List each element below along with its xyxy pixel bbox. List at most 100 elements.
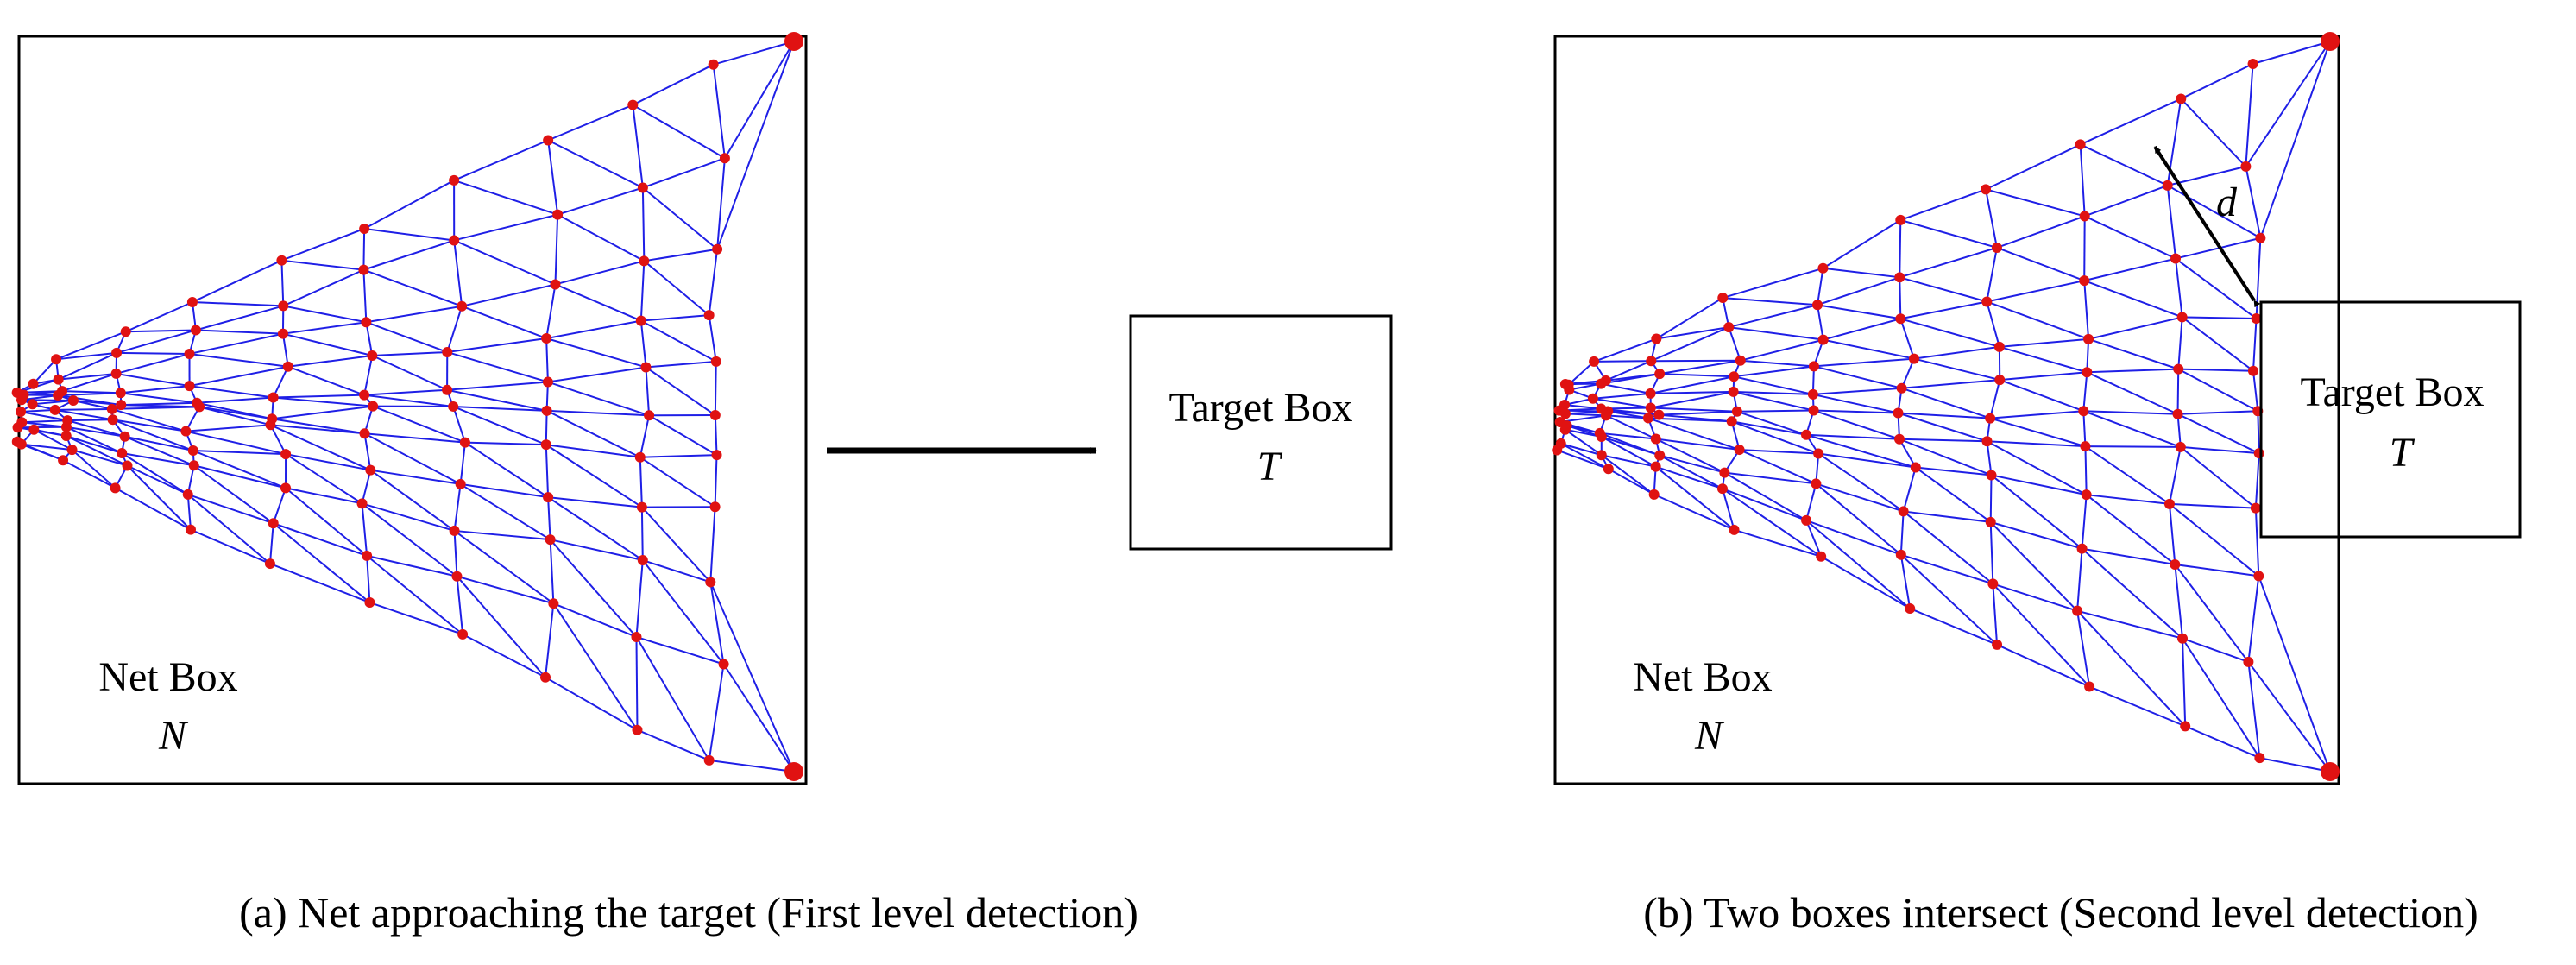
mesh-edge [1659,410,1737,416]
mesh-edge [2252,370,2259,412]
target-box-symbol-b: T [2390,430,2415,476]
mesh-edge [2177,368,2258,413]
mesh-edge [2254,508,2260,577]
mesh-edge [1899,277,1902,319]
mesh-edge [1898,412,1991,419]
mesh-edge [33,428,72,451]
mesh-edge [361,470,372,504]
mesh-edge [1592,392,1651,400]
mesh-edge [545,410,548,445]
mesh-node [51,354,62,365]
mesh-edge [195,329,283,335]
mesh-edge [1992,583,1999,645]
net-box-symbol-b: N [1694,713,1725,759]
mesh-edge [447,337,547,353]
mesh-edge [281,228,365,262]
mesh-edge [1990,474,2083,550]
mesh-edge [2178,368,2254,372]
mesh-edge [2167,185,2261,239]
mesh-node [117,448,128,459]
mesh-edge [2086,371,2178,415]
mesh-edge [2083,257,2176,282]
mesh-node [543,492,554,503]
mesh-node [2243,656,2254,667]
mesh-node [115,388,126,399]
mesh-node [2250,502,2261,514]
mesh-edge [1565,413,1607,417]
mesh-edge [545,603,555,678]
mesh-edge [1722,488,1735,531]
mesh-node [2072,605,2083,616]
mesh-node [120,326,131,337]
mesh-edge [2083,281,2090,339]
mesh-edge [545,319,642,340]
mesh-node [710,356,721,367]
mesh-edge [2084,446,2088,495]
mesh-node [457,300,468,312]
mesh-edge [124,435,195,467]
mesh-node [2176,312,2188,323]
mesh-node [368,401,379,412]
mesh-edge [1659,454,1725,474]
mesh-node [2076,543,2088,554]
mesh-node [28,378,39,389]
mesh-edge [1817,452,1905,513]
mesh-edge [363,433,372,470]
mesh-edge [554,214,559,285]
mesh-edge [1647,417,1740,451]
mesh-node [1894,272,1905,283]
mesh-edge [1989,521,2078,612]
mesh-node [1801,429,1812,440]
mesh-edge [1899,438,1987,443]
mesh-node [2253,448,2264,459]
distance-arrow [2153,145,2261,308]
mesh-node [1729,371,1740,382]
mesh-edge [1818,452,1916,469]
mesh-node [1992,639,2003,650]
mesh-edge [1722,267,1823,300]
mesh-node [1801,514,1812,526]
mesh-edge [285,453,363,505]
mesh-edge [2082,547,2176,565]
mesh-node [1981,184,1992,195]
mesh-edge [2180,445,2259,455]
mesh-edge [2174,564,2250,663]
mesh-edge [708,664,725,761]
mesh-edge [280,260,285,306]
mesh-edge [1740,338,1823,362]
mesh-node [1808,361,1819,372]
target-box-a [1129,314,1393,551]
mesh-edge [456,576,546,678]
net-box-label-b: Net Box [1633,654,1772,700]
mesh-node [1817,262,1829,274]
net-mesh-a [11,32,803,781]
mesh-edge [2169,502,2256,509]
mesh-edge [1985,189,1998,249]
mesh-node [190,325,201,336]
mesh-edge [1722,488,1822,558]
mesh-edge [2084,184,2169,218]
mesh-node [12,422,23,433]
mesh-edge [641,506,712,583]
mesh-node [16,394,28,406]
mesh-edge [2168,446,2182,505]
mesh-edge [1660,359,1741,375]
mesh-edge [1992,583,2090,688]
mesh-edge [361,503,368,556]
mesh-edge [2088,685,2186,728]
mesh-edge [1812,387,1902,395]
mesh-edge [1594,360,1652,363]
mesh-edge [547,104,633,142]
mesh-node [268,392,279,403]
mesh-edge [545,444,640,458]
mesh-node [1811,300,1823,311]
mesh-edge [1996,215,2086,249]
mesh-node [2240,161,2252,172]
mesh-node [110,368,122,379]
mesh-edge [1650,326,1729,363]
mesh-edge [116,372,190,388]
mesh-edge [283,305,367,324]
mesh-node [66,445,78,456]
mesh-edge [282,268,364,307]
